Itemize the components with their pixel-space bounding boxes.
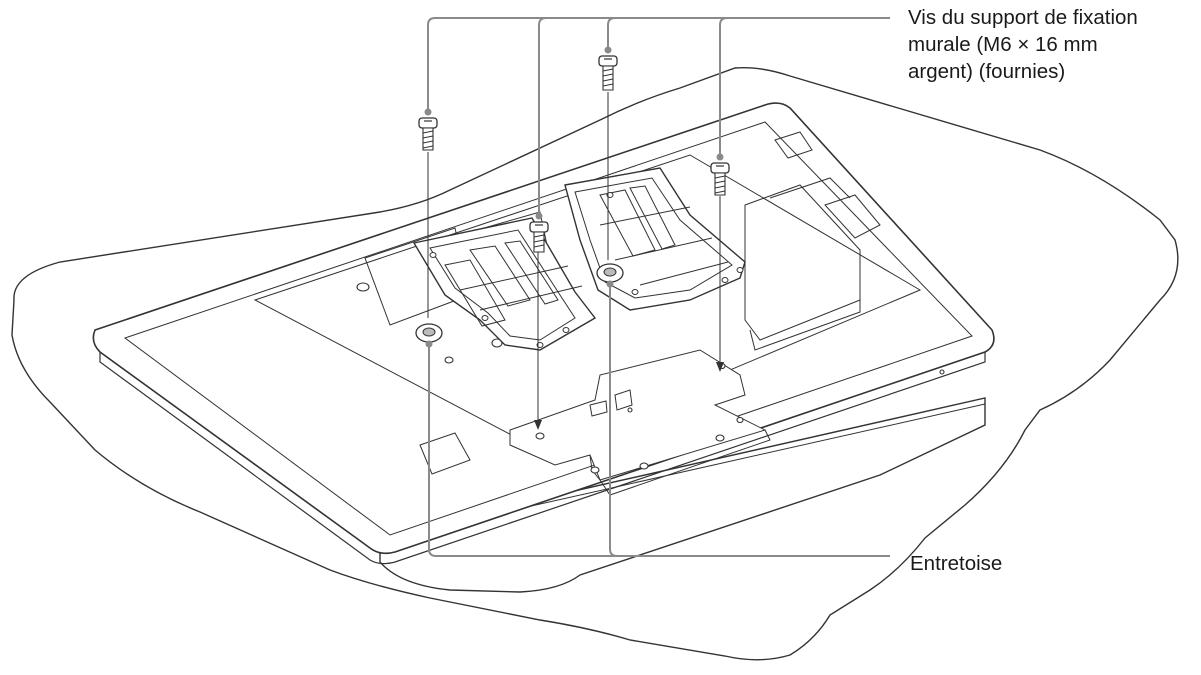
screw-label-line-3: argent) (fournies) bbox=[908, 60, 1066, 83]
back-holes bbox=[356, 258, 945, 474]
leader-lines-screws bbox=[427, 17, 890, 216]
screw-callout-label: Vis du support de fixation murale (M6 × … bbox=[908, 4, 1198, 85]
leader-lines-spacer bbox=[428, 284, 890, 557]
arrow-heads bbox=[534, 362, 724, 430]
stand-base bbox=[379, 397, 986, 593]
screw-3 bbox=[598, 55, 618, 91]
spacer-callout-label: Entretoise bbox=[910, 552, 1003, 575]
screw-4 bbox=[710, 162, 730, 196]
leader-dots-spacer bbox=[425, 280, 614, 348]
connector-plate bbox=[509, 349, 767, 481]
screw-label-line-2: murale (M6 × 16 mm bbox=[908, 33, 1098, 56]
leader-dots-screws bbox=[424, 46, 724, 220]
screw-1 bbox=[418, 117, 438, 151]
spacer-right bbox=[596, 263, 624, 283]
spacer-left bbox=[415, 323, 443, 343]
left-mounting-bracket bbox=[412, 217, 597, 351]
screw-2 bbox=[529, 221, 549, 253]
insertion-arrows bbox=[427, 92, 721, 428]
screw-label-line-1: Vis du support de fixation bbox=[908, 6, 1138, 29]
